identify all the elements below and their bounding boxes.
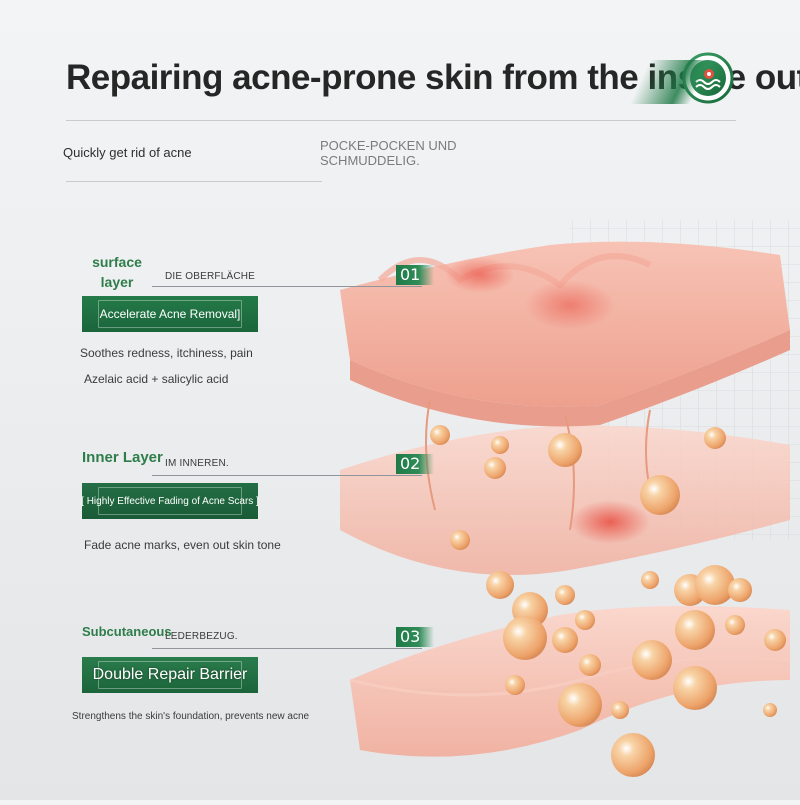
skin-layers-illustration [320, 210, 800, 800]
layer-2-desc-1: Fade acne marks, even out skin tone [84, 538, 281, 552]
subtitle-german: POCKE-POCKEN UND SCHMUDDELIG. [320, 138, 457, 168]
layer-3-number: 03 [396, 627, 434, 647]
layer-2-badge: [ Highly Effective Fading of Acne Scars … [81, 483, 259, 519]
layer-3-connector [152, 648, 422, 649]
header-divider [66, 120, 736, 121]
layer-1-german-label: DIE OBERFLÄCHE [165, 271, 256, 282]
layer-3-german-label: LEDERBEZUG. [165, 631, 238, 642]
layer-1-desc-1: Soothes redness, itchiness, pain [80, 346, 253, 360]
layer-2-badge-label: [ Highly Effective Fading of Acne Scars … [81, 495, 259, 507]
layer-1-desc-2: Azelaic acid + salicylic acid [84, 372, 229, 386]
layer-1-title: surface layer [92, 254, 142, 290]
layer-3-desc-1: Strengthens the skin's foundation, preve… [72, 711, 310, 722]
subtitle-divider [66, 181, 322, 182]
subtitle: Quickly get rid of acne [63, 145, 192, 160]
layer-1-badge-label: Accelerate Acne Removal] [99, 307, 241, 321]
layer-3-badge-label: Double Repair Barrier [92, 666, 248, 683]
layer-3-title: Subcutaneous [82, 624, 172, 639]
layer-1-number: 01 [396, 265, 434, 285]
layer-2-title: Inner Layer [82, 449, 163, 466]
layer-2-connector [152, 475, 422, 476]
layer-1-connector [152, 286, 422, 287]
layer-1-badge: Accelerate Acne Removal] [82, 296, 258, 332]
layer-2-number: 02 [396, 454, 434, 474]
layer-2-german-label: IM INNEREN. [165, 458, 229, 469]
layer-3-badge: Double Repair Barrier [82, 657, 258, 693]
